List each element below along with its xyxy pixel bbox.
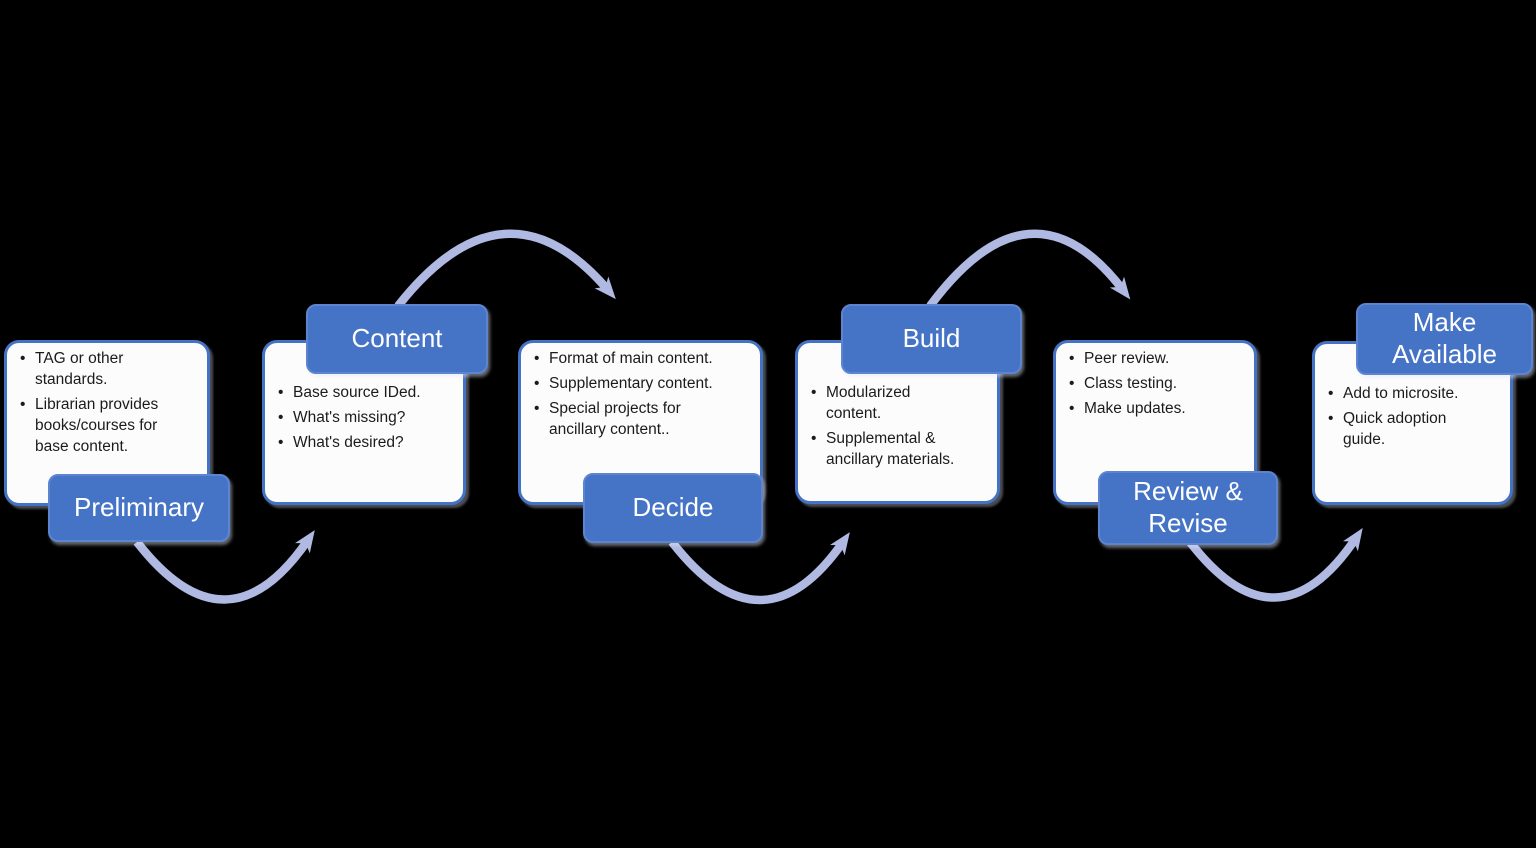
bullet-item: Librarian provides books/courses for bas…	[16, 394, 201, 457]
bullet-item: Make updates.	[1065, 398, 1248, 419]
stage-card-decide: Format of main content. Supplementary co…	[518, 340, 763, 505]
flow-arrow-preliminary-to-content	[133, 530, 315, 604]
stage-bullets-review-revise: Peer review. Class testing. Make updates…	[1056, 343, 1254, 419]
bullet-item: Class testing.	[1065, 373, 1248, 394]
bullet-item: Supplemental & ancillary materials.	[807, 428, 991, 470]
stage-bullets-decide: Format of main content. Supplementary co…	[521, 343, 760, 440]
flow-arrow-decide-to-build	[668, 532, 850, 605]
bullet-item: TAG or other standards.	[16, 348, 201, 390]
stage-label-make-available: Make Available	[1356, 303, 1533, 375]
flow-arrow-content-to-decide	[394, 229, 616, 309]
stage-label-review-revise: Review & Revise	[1098, 471, 1278, 545]
bullet-item: Special projects for ancillary content..	[530, 398, 754, 440]
bullet-item: What's missing?	[274, 407, 457, 428]
stage-label-text: Decide	[632, 492, 714, 523]
flow-arrow-review-revise-to-make-available	[1186, 528, 1363, 602]
stage-label-text: Content	[351, 323, 443, 354]
bullet-item: Modularized content.	[807, 382, 991, 424]
flow-arrow-build-to-review-revise	[926, 229, 1131, 309]
stage-label-build: Build	[841, 304, 1022, 374]
bullet-item: Add to microsite.	[1324, 383, 1504, 404]
stage-bullets-content: Base source IDed. What's missing? What's…	[265, 343, 463, 453]
stage-label-content: Content	[306, 304, 488, 374]
stage-bullets-make-available: Add to microsite. Quick adoption guide.	[1315, 344, 1510, 450]
stage-label-text: Review & Revise	[1133, 476, 1243, 538]
bullet-item: Format of main content.	[530, 348, 754, 369]
stage-card-preliminary: TAG or other standards. Librarian provid…	[4, 340, 210, 506]
stage-bullets-preliminary: TAG or other standards. Librarian provid…	[7, 343, 207, 457]
bullet-item: Base source IDed.	[274, 382, 457, 403]
stage-label-preliminary: Preliminary	[48, 474, 230, 542]
bullet-item: What's desired?	[274, 432, 457, 453]
stage-label-decide: Decide	[583, 473, 763, 543]
stage-bullets-build: Modularized content. Supplemental & anci…	[798, 343, 997, 470]
bullet-item: Peer review.	[1065, 348, 1248, 369]
bullet-item: Supplementary content.	[530, 373, 754, 394]
stage-label-text: Preliminary	[73, 492, 205, 523]
stage-label-text: Build	[902, 323, 961, 354]
stage-label-text: Make Available	[1391, 307, 1498, 369]
bullet-item: Quick adoption guide.	[1324, 408, 1504, 450]
